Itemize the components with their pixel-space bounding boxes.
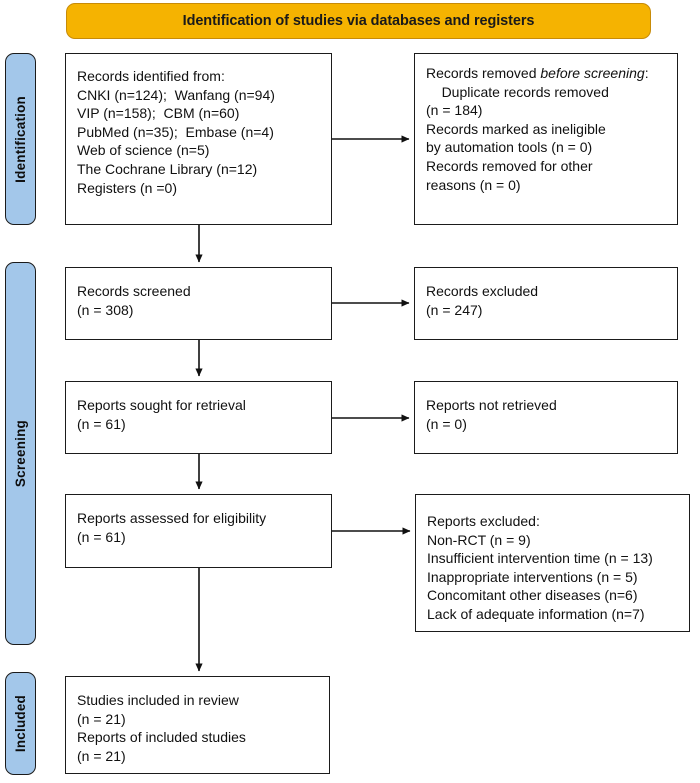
box-reports-excluded-text: Reports excluded: Non-RCT (n = 9) Insuff… xyxy=(427,513,653,622)
box-records-excluded: Records excluded (n = 247) xyxy=(414,267,678,340)
records-removed-heading-italic: before screening xyxy=(540,65,645,81)
records-removed-heading-colon: : xyxy=(644,65,649,81)
identification-banner: Identification of studies via databases … xyxy=(66,3,651,39)
box-reports-assessed-for-eligibility: Reports assessed for eligibility (n = 61… xyxy=(65,494,332,568)
box-reports-not-retrieved: Reports not retrieved (n = 0) xyxy=(414,381,678,454)
box-studies-included-in-review: Studies included in review (n = 21) Repo… xyxy=(65,676,330,774)
box-records-removed-items: Duplicate records removed (n = 184) Reco… xyxy=(426,83,609,193)
phase-tab-screening-label: Screening xyxy=(13,419,28,488)
box-records-removed-heading: Records removed before screening: xyxy=(426,64,666,83)
phase-tab-identification: Identification xyxy=(5,53,36,225)
box-reports-sought-for-retrieval: Reports sought for retrieval (n = 61) xyxy=(65,381,332,454)
box-records-identified-text: Records identified from: CNKI (n=124); W… xyxy=(77,68,275,196)
box-reports-excluded: Reports excluded: Non-RCT (n = 9) Insuff… xyxy=(415,494,690,632)
phase-tab-screening: Screening xyxy=(5,262,36,645)
phase-tab-included: Included xyxy=(5,672,36,775)
box-records-screened: Records screened (n = 308) xyxy=(65,267,332,340)
phase-tab-identification-label: Identification xyxy=(13,95,28,183)
banner-title: Identification of studies via databases … xyxy=(182,13,535,29)
box-records-screened-text: Records screened (n = 308) xyxy=(77,283,191,318)
box-reports-not-retrieved-text: Reports not retrieved (n = 0) xyxy=(426,397,557,432)
box-records-excluded-text: Records excluded (n = 247) xyxy=(426,283,539,318)
phase-tab-included-label: Included xyxy=(13,694,28,753)
box-reports-sought-text: Reports sought for retrieval (n = 61) xyxy=(77,397,246,432)
box-records-identified: Records identified from: CNKI (n=124); W… xyxy=(65,53,332,225)
box-studies-included-text: Studies included in review (n = 21) Repo… xyxy=(77,692,246,764)
box-records-removed-before-screening: Records removed before screening: Duplic… xyxy=(414,53,678,225)
records-removed-heading-plain: Records removed xyxy=(426,65,541,81)
box-reports-assessed-text: Reports assessed for eligibility (n = 61… xyxy=(77,510,267,545)
